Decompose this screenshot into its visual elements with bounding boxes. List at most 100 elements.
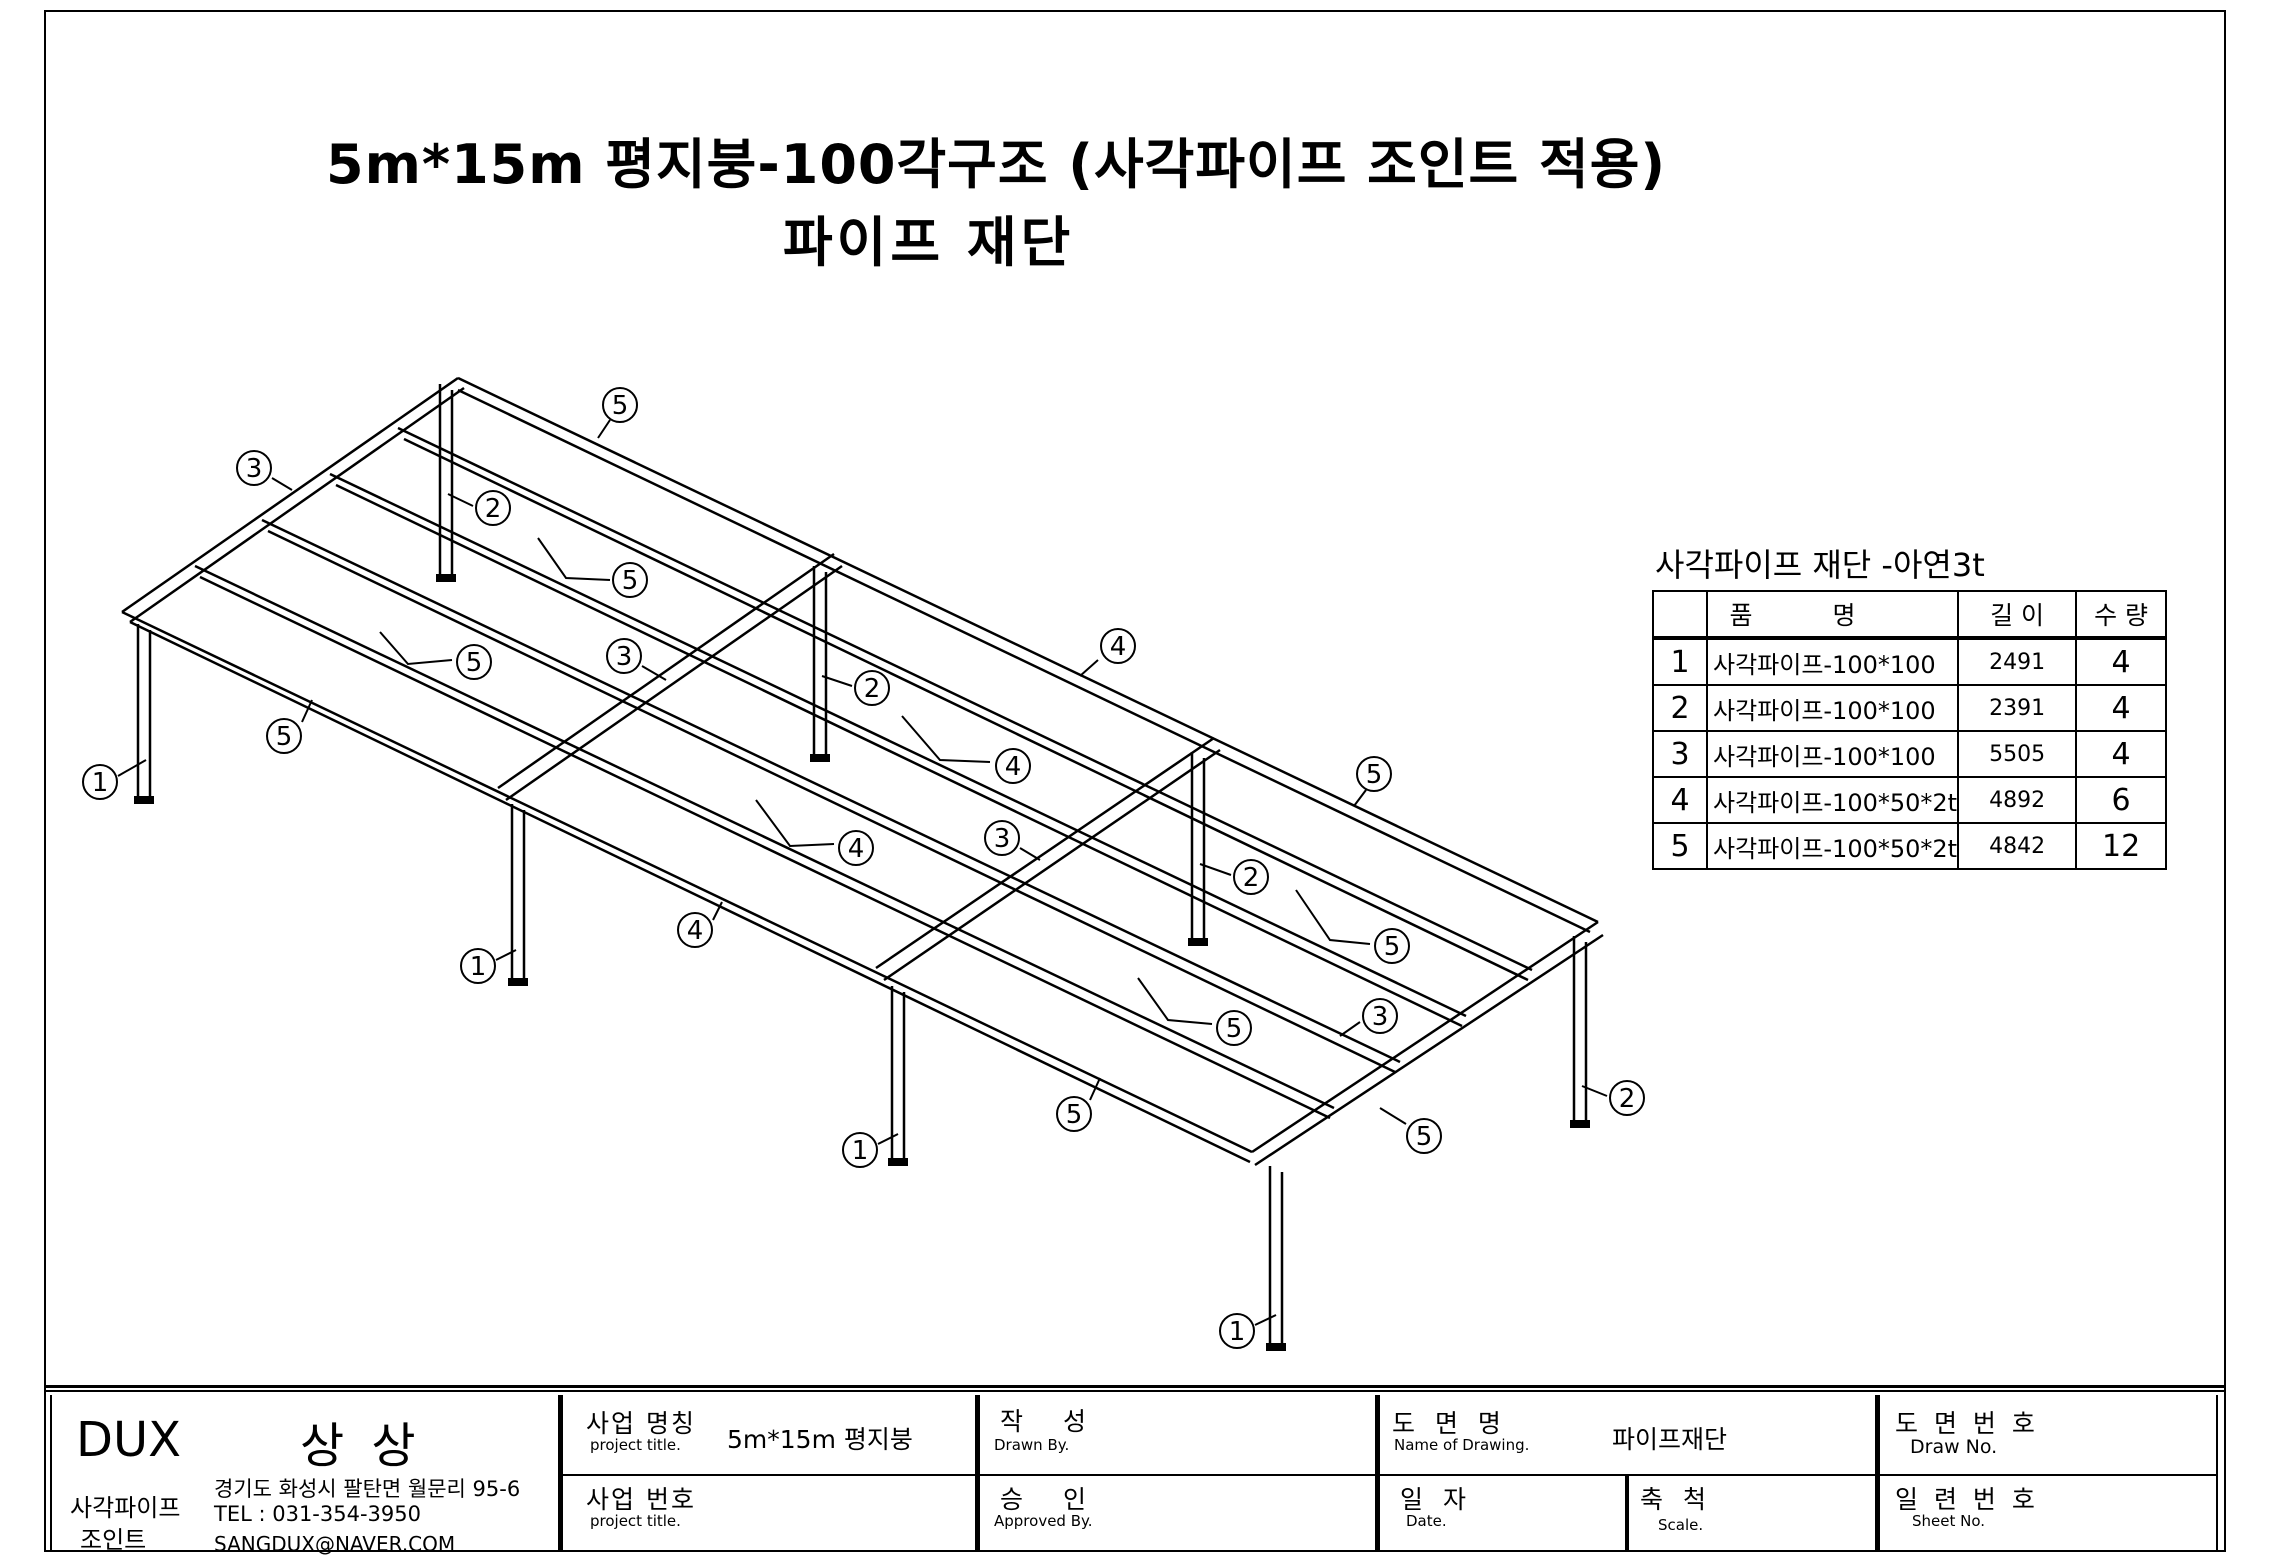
rail-back-inner — [457, 388, 1591, 934]
row-name: 사각파이프-100*100 — [1705, 684, 1960, 732]
callout-balloon — [677, 912, 713, 948]
cut-list-title: 사각파이프 재단 -아연3t — [1655, 546, 1985, 584]
callout-leader — [1353, 789, 1367, 807]
cross-beam-2 — [875, 736, 1215, 970]
cut-list-header-row: 품명 길 이 수 량 — [1652, 590, 2168, 640]
callout-number: 5 — [1366, 760, 1383, 790]
callout-leader — [447, 493, 474, 507]
callout-number: 2 — [1619, 1084, 1636, 1114]
callout-leader — [877, 1133, 899, 1145]
sheet-no-label: 일 련 번 호 — [1895, 1485, 2039, 1514]
callout-balloon — [612, 562, 648, 598]
drawn-by-label-en: Drawn By. — [994, 1436, 1070, 1454]
callout-balloon — [475, 490, 511, 526]
rail-front-inner — [129, 620, 1251, 1164]
table-row: 3 사각파이프-100*100 5505 4 — [1652, 730, 2168, 778]
cross-beam-1-inner — [505, 564, 843, 802]
approved-by-label-en: Approved By. — [994, 1512, 1093, 1530]
rail-left — [121, 376, 459, 614]
purlin-3-inner — [335, 483, 1463, 1028]
callout-number: 5 — [1384, 932, 1401, 962]
callout-leader — [495, 949, 517, 961]
callout-leader — [755, 799, 835, 848]
callout-balloon — [606, 638, 642, 674]
cross-beam-2-inner — [883, 748, 1221, 982]
rail-right-inner — [1254, 933, 1604, 1167]
rail-left-inner — [129, 386, 465, 624]
callout-balloon — [984, 820, 1020, 856]
date-label-en: Date. — [1406, 1512, 1447, 1530]
product-line-1: 사각파이프 — [70, 1494, 181, 1522]
callout-number: 3 — [616, 642, 633, 672]
header-length: 길 이 — [1957, 590, 2078, 640]
company-name: 상 상 — [300, 1418, 422, 1474]
callout-number: 4 — [1110, 632, 1127, 662]
rail-right — [1251, 920, 1599, 1154]
callout-number: 5 — [612, 391, 629, 421]
table-row: 4 사각파이프-100*50*2t 4892 6 — [1652, 776, 2168, 824]
approved-by-label: 승 인 — [1000, 1485, 1102, 1514]
cut-list-table: 품명 길 이 수 량 1 사각파이프-100*100 2491 4 2 사각파이… — [1652, 590, 2168, 870]
callout-leader — [1089, 1077, 1101, 1101]
row-length: 2391 — [1957, 684, 2078, 732]
project-no-label: 사업 번호 — [586, 1485, 696, 1514]
callout-balloon — [1216, 1010, 1252, 1046]
date-label: 일 자 — [1400, 1485, 1472, 1514]
table-row: 5 사각파이프-100*50*2t 4842 12 — [1652, 822, 2168, 870]
draw-no-label-en: Draw No. — [1910, 1436, 1998, 1458]
callout-leader — [117, 759, 147, 777]
header-no — [1652, 590, 1708, 640]
callout-number: 1 — [92, 768, 109, 798]
scale-label: 축 척 — [1640, 1485, 1712, 1514]
callout-leader — [1199, 863, 1232, 876]
row-qty: 4 — [2075, 637, 2168, 686]
post — [136, 624, 152, 798]
callout-balloon — [1406, 1118, 1442, 1154]
callout-number: 1 — [852, 1136, 869, 1166]
callout-leader — [641, 665, 667, 681]
callout-number: 2 — [485, 494, 502, 524]
callout-balloon — [854, 670, 890, 706]
project-title-value: 5m*15m 평지붕 — [727, 1425, 913, 1454]
callout-leader — [1379, 1107, 1407, 1125]
callout-number: 3 — [1372, 1002, 1389, 1032]
company-tel: TEL : 031-354-3950 — [214, 1502, 421, 1526]
row-no: 2 — [1652, 684, 1708, 732]
callout-leader — [301, 699, 313, 723]
callout-number: 5 — [276, 722, 293, 752]
draw-no-label: 도 면 번 호 — [1895, 1409, 2039, 1438]
callout-number: 4 — [1005, 752, 1022, 782]
row-length: 2491 — [1957, 637, 2078, 686]
callout-balloon — [456, 644, 492, 680]
callout-number: 5 — [1066, 1100, 1083, 1130]
callout-balloon — [1362, 998, 1398, 1034]
callout-leader — [1019, 847, 1041, 861]
callout-leader — [271, 477, 293, 491]
table-row: 1 사각파이프-100*100 2491 4 — [1652, 637, 2168, 686]
callout-number: 5 — [622, 566, 639, 596]
scale-label-en: Scale. — [1658, 1516, 1704, 1534]
callout-number: 3 — [994, 824, 1011, 854]
drawing-sheet-border — [44, 10, 2226, 1552]
callout-balloon — [842, 1132, 878, 1168]
callout-number: 4 — [848, 834, 865, 864]
callout-leader — [712, 901, 723, 921]
header-qty: 수 량 — [2075, 590, 2168, 640]
callout-leader — [1137, 977, 1213, 1025]
callout-balloon — [995, 748, 1031, 784]
callout-leader — [537, 537, 611, 581]
callout-leader — [1581, 1085, 1608, 1097]
row-length: 4842 — [1957, 822, 2078, 870]
row-name: 사각파이프-100*100 — [1705, 730, 1960, 778]
callout-balloon — [1609, 1080, 1645, 1116]
callout-balloon — [1356, 756, 1392, 792]
callout-balloon — [266, 718, 302, 754]
row-no: 3 — [1652, 730, 1708, 778]
row-qty: 4 — [2075, 730, 2168, 778]
row-no: 5 — [1652, 822, 1708, 870]
row-name: 사각파이프-100*50*2t — [1705, 822, 1960, 870]
project-no-label-en: project title. — [590, 1512, 681, 1530]
callout-number: 5 — [1226, 1014, 1243, 1044]
purlin-3 — [329, 472, 1467, 1018]
callout-leader — [1254, 1314, 1277, 1326]
